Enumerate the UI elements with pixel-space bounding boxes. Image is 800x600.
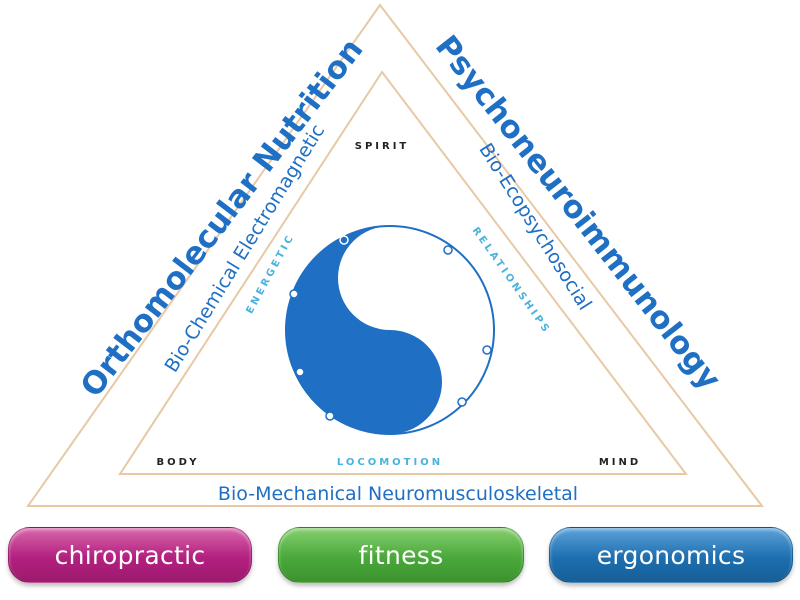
perimeter-dot xyxy=(325,411,335,421)
discipline-buttons: chiropractic fitness ergonomics xyxy=(0,527,800,587)
spine-label-locomotion: LOCOMOTION xyxy=(337,457,443,468)
yin-yang-dark-half xyxy=(286,226,442,434)
perimeter-dot xyxy=(457,397,467,407)
outer-bottom-label: Bio-Mechanical Neuromusculoskeletal xyxy=(218,483,578,505)
male-symbol-icon: ♂ xyxy=(347,259,377,299)
outer-triangle xyxy=(26,3,765,507)
chiropractic-button[interactable]: chiropractic xyxy=(8,527,252,583)
ergonomics-button[interactable]: ergonomics xyxy=(549,527,793,583)
ergonomics-button-label: ergonomics xyxy=(596,540,746,570)
female-symbol-icon: ♀ xyxy=(393,383,415,418)
fitness-button[interactable]: fitness xyxy=(278,527,524,583)
perimeter-dot xyxy=(482,345,492,355)
yin-yang-emblem: ♂ ♀ xyxy=(285,225,495,435)
chiropractic-button-label: chiropractic xyxy=(54,540,206,570)
fitness-button-label: fitness xyxy=(358,540,444,570)
perimeter-dot xyxy=(289,289,299,299)
perimeter-dot xyxy=(339,235,349,245)
perimeter-dot xyxy=(443,245,453,255)
perimeter-dot xyxy=(295,367,305,377)
corner-label-spirit: SPIRIT xyxy=(355,141,410,152)
inner-triangle xyxy=(118,70,689,475)
corner-label-body: BODY xyxy=(157,457,200,468)
corner-label-mind: MIND xyxy=(599,457,641,468)
